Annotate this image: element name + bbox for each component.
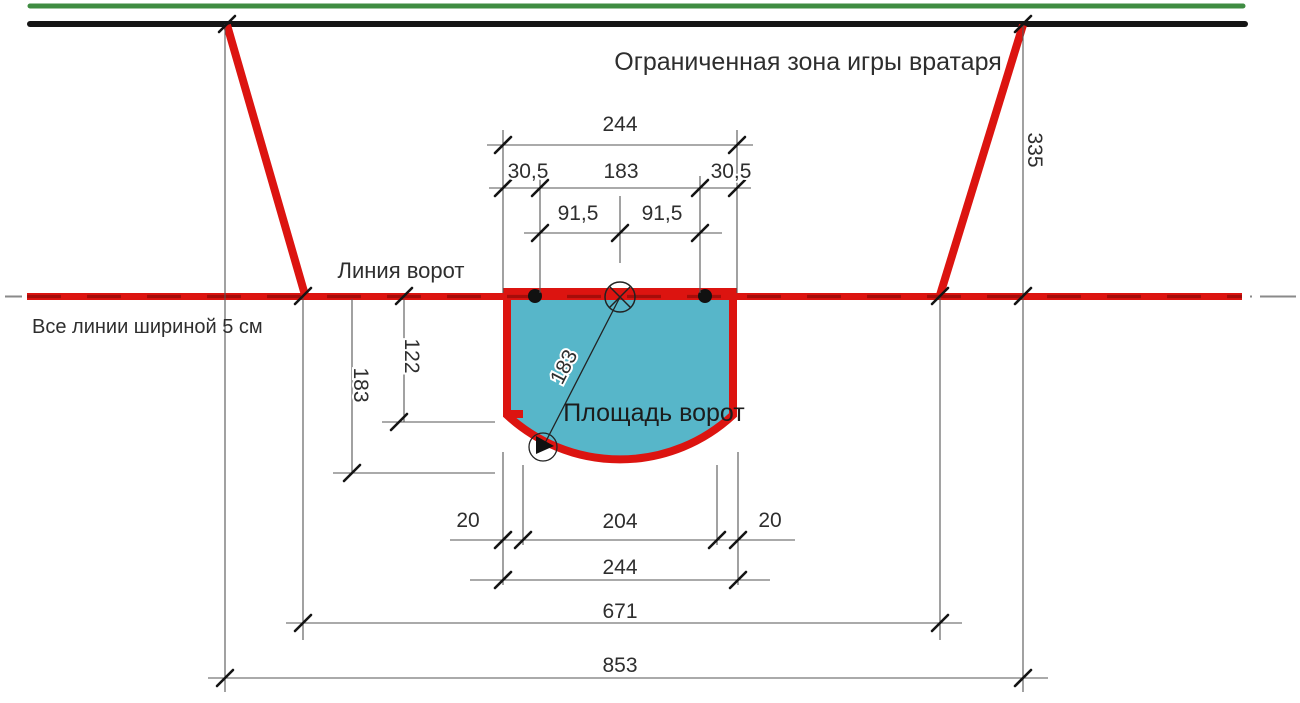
dim-outer-width-top: 244 — [602, 113, 637, 136]
dim-left-offset: 30,5 — [508, 160, 549, 183]
goal-area-label: Площадь ворот — [563, 399, 745, 427]
dim-zone-depth: 335 — [1023, 132, 1046, 167]
dim-outer-width-bottom: 244 — [602, 556, 637, 579]
goal-marks — [528, 281, 712, 462]
goal-post-left-dot — [528, 289, 542, 303]
dim-right-offset: 30,5 — [711, 160, 752, 183]
dim-margin-left: 20 — [456, 509, 479, 532]
goal-line-label: Линия ворот — [338, 258, 465, 283]
goal-area — [503, 288, 737, 464]
line-width-note: Все линии шириной 5 см — [32, 316, 263, 338]
left-diagonal-line — [223, 23, 309, 297]
dimension-ticks — [215, 14, 1033, 688]
goal-post-right-dot — [698, 289, 712, 303]
dim-margin-right: 20 — [758, 509, 781, 532]
dim-post-depth: 122 — [400, 338, 423, 373]
dim-inner-width-bottom: 204 — [602, 510, 637, 533]
dim-half-width-left: 91,5 — [558, 202, 599, 225]
dim-half-width-right: 91,5 — [642, 202, 683, 225]
arrow-head-icon — [536, 436, 554, 454]
depth-mark-tick — [507, 410, 523, 418]
arrow-end-circle — [528, 432, 558, 462]
dim-area-depth: 183 — [349, 367, 372, 402]
dimension-labels: 244 30,5 183 30,5 91,5 91,5 122 183 183 … — [347, 111, 1048, 679]
radius-arrow — [528, 296, 621, 462]
right-diagonal-line — [936, 23, 1027, 297]
goal-area-shape — [503, 288, 737, 464]
dim-goal-width: 183 — [603, 160, 638, 183]
radius-line — [542, 296, 621, 448]
dim-zone-width-goal-line: 671 — [602, 600, 637, 623]
text-labels: Ограниченная зона игры вратаря Линия вор… — [32, 48, 1002, 427]
dim-zone-width-barrier: 853 — [602, 654, 637, 677]
restricted-zone-outline — [223, 23, 1027, 297]
boundary-lines — [27, 3, 1248, 27]
restricted-zone-label: Ограниченная зона игры вратаря — [614, 48, 1002, 76]
